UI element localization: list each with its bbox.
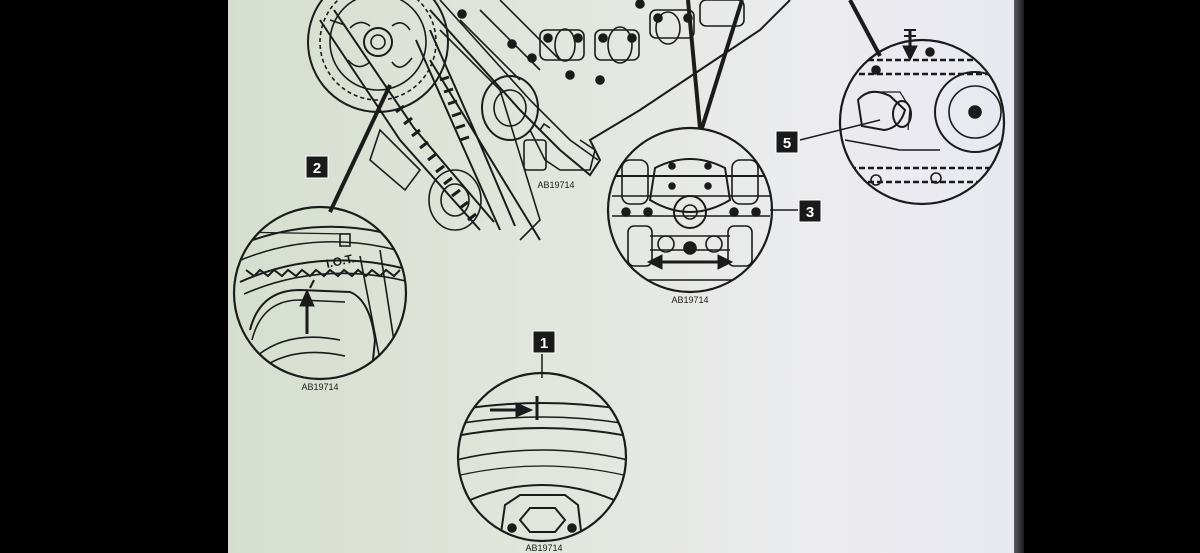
monitor-bezel-edge [1014, 0, 1024, 553]
figure-code-detail-2: AB19714 [301, 382, 338, 392]
callout-3-label: 3 [806, 204, 814, 221]
figure-code-detail-1: AB19714 [525, 543, 562, 553]
callout-1-label: 1 [540, 335, 548, 352]
callout-5-label: 5 [783, 135, 791, 152]
camshaft-pulley [307, 0, 449, 113]
belt-tensioner [369, 128, 482, 231]
detail-cam-sprocket [838, 29, 1006, 206]
leader-lines [328, 0, 882, 213]
figure-code-detail-3: AB19714 [671, 295, 708, 305]
callout-5: 5 [775, 130, 799, 154]
detail-flywheel-mark [456, 371, 628, 543]
callout-3: 3 [798, 199, 822, 223]
timing-mark-label: I.O.T. [325, 251, 356, 271]
detail-camshaft-lock [606, 126, 798, 294]
figure-code-engine: AB19714 [537, 180, 574, 190]
callout-1: 1 [532, 330, 556, 354]
cylinder-head [429, 0, 791, 241]
timing-belt [319, 9, 516, 231]
callout-2-label: 2 [313, 160, 321, 177]
detail-crank-mark [232, 205, 408, 381]
callout-2: 2 [305, 155, 329, 179]
